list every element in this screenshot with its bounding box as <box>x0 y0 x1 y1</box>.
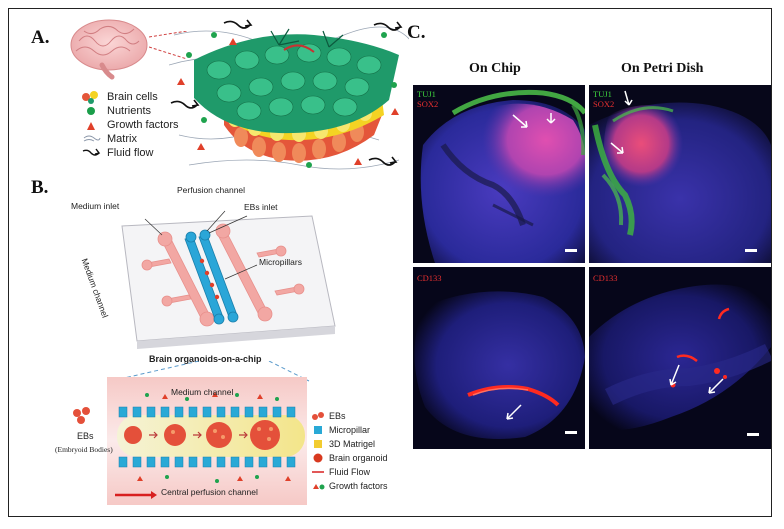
legend-matrigel: 3D Matrigel <box>311 439 375 449</box>
growth-factor-triangle-icon <box>87 122 95 130</box>
micrograph-chip-cd133-image <box>413 267 585 449</box>
marker-sox2-petri: SOX2 <box>593 99 615 109</box>
detail-medium-channel-label: Medium channel <box>171 387 234 397</box>
embryoid-bodies-label: (Embryoid Bodies) <box>55 445 113 454</box>
micropillar-icon <box>314 426 322 434</box>
legend-matrix-label: Matrix <box>107 133 137 145</box>
column-title-on-chip: On Chip <box>469 61 521 76</box>
chip-caption: Brain organoids-on-a-chip <box>149 354 262 364</box>
legend-growth-factors-b: Growth factors <box>311 481 388 491</box>
arrow-icon <box>506 404 522 420</box>
arrow-icons <box>669 364 724 394</box>
scale-bar <box>745 249 757 252</box>
legend-matrigel-label: 3D Matrigel <box>329 439 376 449</box>
chip-detail-schematic <box>107 377 307 505</box>
brain-cells-icon <box>82 91 98 104</box>
chip-illustration <box>121 210 336 349</box>
legend-micropillar-label: Micropillar <box>329 425 371 435</box>
micrograph-chip-tuj1-sox2: TUJ1 SOX2 <box>413 85 585 263</box>
micrograph-petri-cd133-image <box>589 267 771 449</box>
panel-b-label: B. <box>31 177 49 198</box>
legend-micropillar: Micropillar <box>311 425 370 435</box>
marker-cd133-petri: CD133 <box>593 273 618 283</box>
brain-organoid-icon <box>313 453 323 463</box>
legend-fluid-flow-b: Fluid Flow <box>311 467 370 477</box>
arrow-icons <box>610 90 633 154</box>
legend-brain-organoid: Brain organoid <box>311 453 388 463</box>
ebs-detail-label: EBs <box>77 431 94 441</box>
fluid-flow-arrow-icon <box>82 148 101 156</box>
legend-growth-factors-label: Growth factors <box>107 119 179 131</box>
legend-fluid-flow-b-label: Fluid Flow <box>329 467 371 477</box>
legend-growth-factors-b-label: Growth factors <box>329 481 388 491</box>
micrograph-petri-cd133: CD133 <box>589 267 771 449</box>
marker-cd133-chip: CD133 <box>417 273 442 283</box>
eb-cluster-icon <box>312 412 324 420</box>
nutrient-dot-icon <box>87 107 95 115</box>
panel-c-label: C. <box>407 22 426 43</box>
zoom-dashed-lines <box>149 31 188 60</box>
figure-frame: A. <box>8 8 772 517</box>
matrix-fiber-icon <box>83 135 101 142</box>
micrograph-chip-tuj1-sox2-image <box>413 85 585 263</box>
legend-ebs-label: EBs <box>329 411 346 421</box>
micrograph-petri-tuj1-sox2: TUJ1 SOX2 <box>589 85 771 263</box>
marker-tuj1-petri: TUJ1 <box>593 89 612 99</box>
panel-a-label: A. <box>31 27 50 48</box>
legend-brain-organoid-label: Brain organoid <box>329 453 388 463</box>
medium-inlet-label: Medium inlet <box>71 201 120 211</box>
legend-matrix: Matrix <box>81 133 137 145</box>
legend-fluid-flow: Fluid flow <box>81 147 153 159</box>
perfusion-channel-label: Perfusion channel <box>177 185 246 195</box>
brain-tissue-illustration <box>169 19 409 170</box>
column-title-petri-dish: On Petri Dish <box>621 61 704 76</box>
micrograph-chip-cd133: CD133 <box>413 267 585 449</box>
medium-channel-rotated-label: Medium channel <box>79 257 111 320</box>
scale-bar <box>565 249 577 252</box>
ebs-inlet-label: EBs inlet <box>244 202 278 212</box>
legend-brain-cells-label: Brain cells <box>107 91 158 103</box>
brain-icon <box>70 19 148 80</box>
legend-growth-factors: Growth factors <box>81 119 179 131</box>
scale-bar <box>747 433 759 436</box>
scale-bar <box>565 431 577 434</box>
growth-factors-icon <box>313 484 325 490</box>
legend-fluid-flow-label: Fluid flow <box>107 147 154 159</box>
central-perfusion-label: Central perfusion channel <box>161 487 258 497</box>
matrigel-icon <box>314 440 322 448</box>
micrograph-petri-tuj1-sox2-image <box>589 85 771 263</box>
eb-cluster-icon <box>73 407 90 424</box>
fluid-flow-line-icon <box>312 471 324 473</box>
arrow-icons <box>512 113 556 128</box>
legend-nutrients: Nutrients <box>81 105 151 117</box>
marker-tuj1-chip: TUJ1 <box>417 89 436 99</box>
legend-brain-cells: Brain cells <box>81 90 158 104</box>
marker-sox2-chip: SOX2 <box>417 99 439 109</box>
legend-ebs: EBs <box>311 411 346 421</box>
legend-nutrients-label: Nutrients <box>107 105 152 117</box>
micropillars-label: Micropillars <box>259 257 302 267</box>
